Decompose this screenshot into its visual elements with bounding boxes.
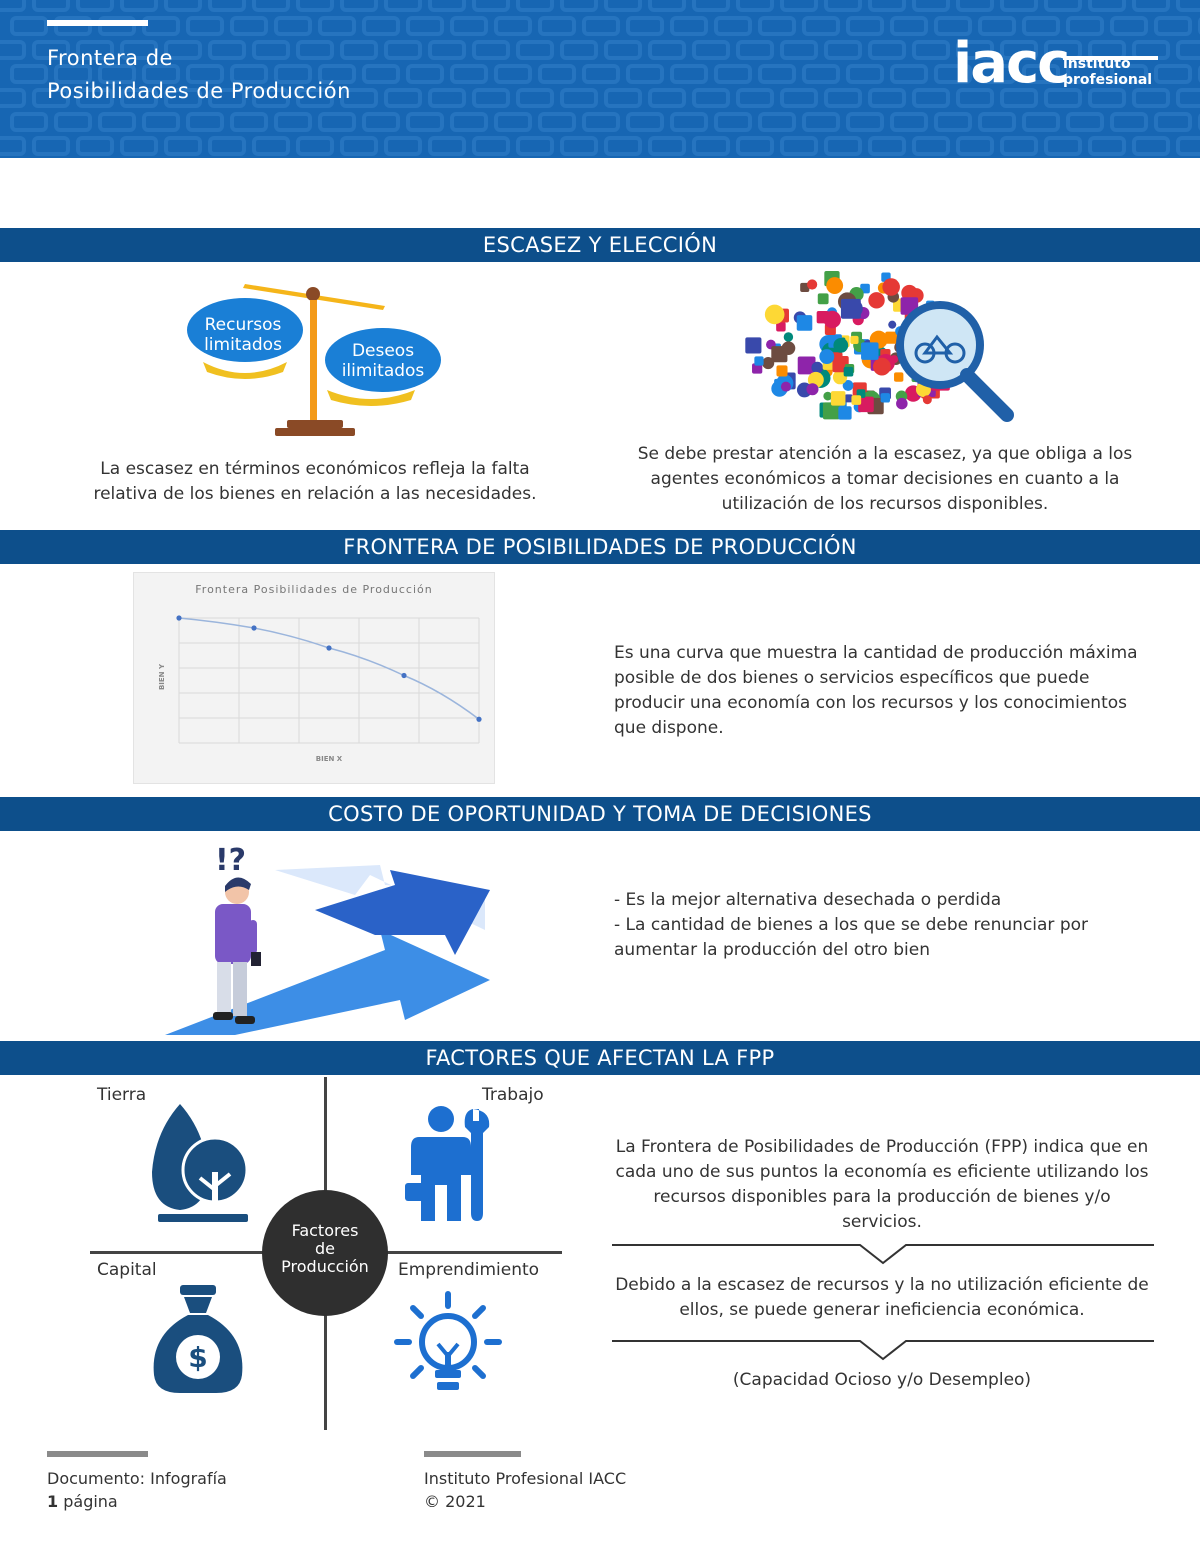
data-point-1 (251, 625, 257, 631)
footer-institute: Instituto Profesional IACC (424, 1469, 627, 1488)
footer-left: Documento: Infografía 1 página (47, 1467, 227, 1513)
data-point-0 (176, 615, 182, 621)
page-title-line2: Posibilidades de Producción (47, 79, 351, 103)
footer-pages: 1 página (47, 1492, 118, 1511)
page-title: Frontera de Posibilidades de Producción (47, 42, 351, 108)
logo-rule (1063, 56, 1158, 60)
logo-text: iacc (953, 31, 1070, 96)
factor-label-emprendimiento: Emprendimiento (398, 1260, 540, 1280)
lightbulb-idea-icon (394, 1291, 502, 1390)
tree-icon (152, 1104, 249, 1224)
logo-sub1: instituto (1063, 56, 1131, 72)
scale-right-label-2: ilimitados (342, 361, 425, 381)
footer-right: Instituto Profesional IACC © 2021 (424, 1467, 626, 1513)
iacc-logo: iacc instituto profesional (953, 34, 1158, 96)
costo-bullets: - Es la mejor alternativa desechada o pe… (614, 888, 1159, 963)
worker-wrench-icon (405, 1106, 490, 1221)
factores-text-1: La Frontera de Posibilidades de Producci… (615, 1137, 1149, 1232)
scale-left-label-1: Recursos (205, 315, 282, 335)
section-bar-fpp: FRONTERA DE POSIBILIDADES DE PRODUCCIÓN (0, 530, 1200, 564)
scale-left-label-2: limitados (204, 335, 282, 355)
fpp-text: Es una curva que muestra la cantidad de … (614, 643, 1138, 738)
section-bar-factores: FACTORES QUE AFECTAN LA FPP (0, 1041, 1200, 1075)
scale-illustration: Recursos limitados Deseos ilimitados (187, 284, 441, 436)
costo-bullet-2: - La cantidad de bienes a los que se deb… (614, 915, 1088, 960)
data-point-2 (326, 645, 332, 651)
center-line-2: de (315, 1239, 335, 1258)
page-title-line1: Frontera de (47, 46, 173, 70)
factores-center-circle: Factores de Producción (262, 1190, 388, 1316)
factor-label-trabajo: Trabajo (482, 1085, 544, 1105)
series-line (178, 617, 480, 720)
section-bar-costo: COSTO DE OPORTUNIDAD Y TOMA DE DECISIONE… (0, 797, 1200, 831)
question-marks: !? (215, 843, 246, 878)
factor-label-tierra: Tierra (97, 1085, 147, 1105)
money-bag-icon: $ (153, 1285, 243, 1393)
footer-rule-left (47, 1451, 148, 1457)
costo-bullet-1: - Es la mejor alternativa desechada o pe… (614, 890, 1002, 910)
decision-crossroads-illustration: !? (165, 843, 490, 1035)
escasez-left-text: La escasez en términos económicos reflej… (93, 459, 537, 504)
fpp-chart-svg: Frontera Posibilidades de Producción BIE… (158, 583, 482, 763)
scale-right-label-1: Deseos (352, 341, 414, 361)
data-point-4 (476, 716, 482, 722)
chevron-divider-1 (612, 1244, 1154, 1265)
escasez-right-text: Se debe prestar atención a la escasez, y… (637, 444, 1133, 514)
x-axis-label: BIEN X (316, 755, 343, 763)
header-pattern (0, 0, 1200, 156)
wants-cloud-magnifier-icon (745, 270, 1014, 422)
footer-doc-type: Documento: Infografía (47, 1469, 227, 1488)
center-line-3: Producción (281, 1257, 369, 1276)
data-point-3 (401, 672, 407, 679)
dollar-symbol: $ (188, 1341, 207, 1374)
header-banner (0, 0, 1200, 158)
factores-text-2: Debido a la escasez de recursos y la no … (615, 1275, 1149, 1320)
chart-title: Frontera Posibilidades de Producción (195, 583, 432, 596)
center-line-1: Factores (291, 1221, 359, 1240)
footer-rule-right (424, 1451, 521, 1457)
header-rule (47, 20, 148, 26)
y-axis-label: BIEN Y (158, 663, 166, 690)
fpp-chart: Frontera Posibilidades de Producción BIE… (133, 572, 495, 784)
logo-sub2: profesional (1063, 72, 1153, 88)
section-bar-escasez: ESCASEZ Y ELECCIÓN (0, 228, 1200, 262)
chevron-divider-2 (612, 1340, 1154, 1361)
factor-label-capital: Capital (97, 1260, 157, 1280)
footer-copyright: © 2021 (424, 1492, 486, 1511)
factores-text-3: (Capacidad Ocioso y/o Desempleo) (732, 1370, 1032, 1390)
